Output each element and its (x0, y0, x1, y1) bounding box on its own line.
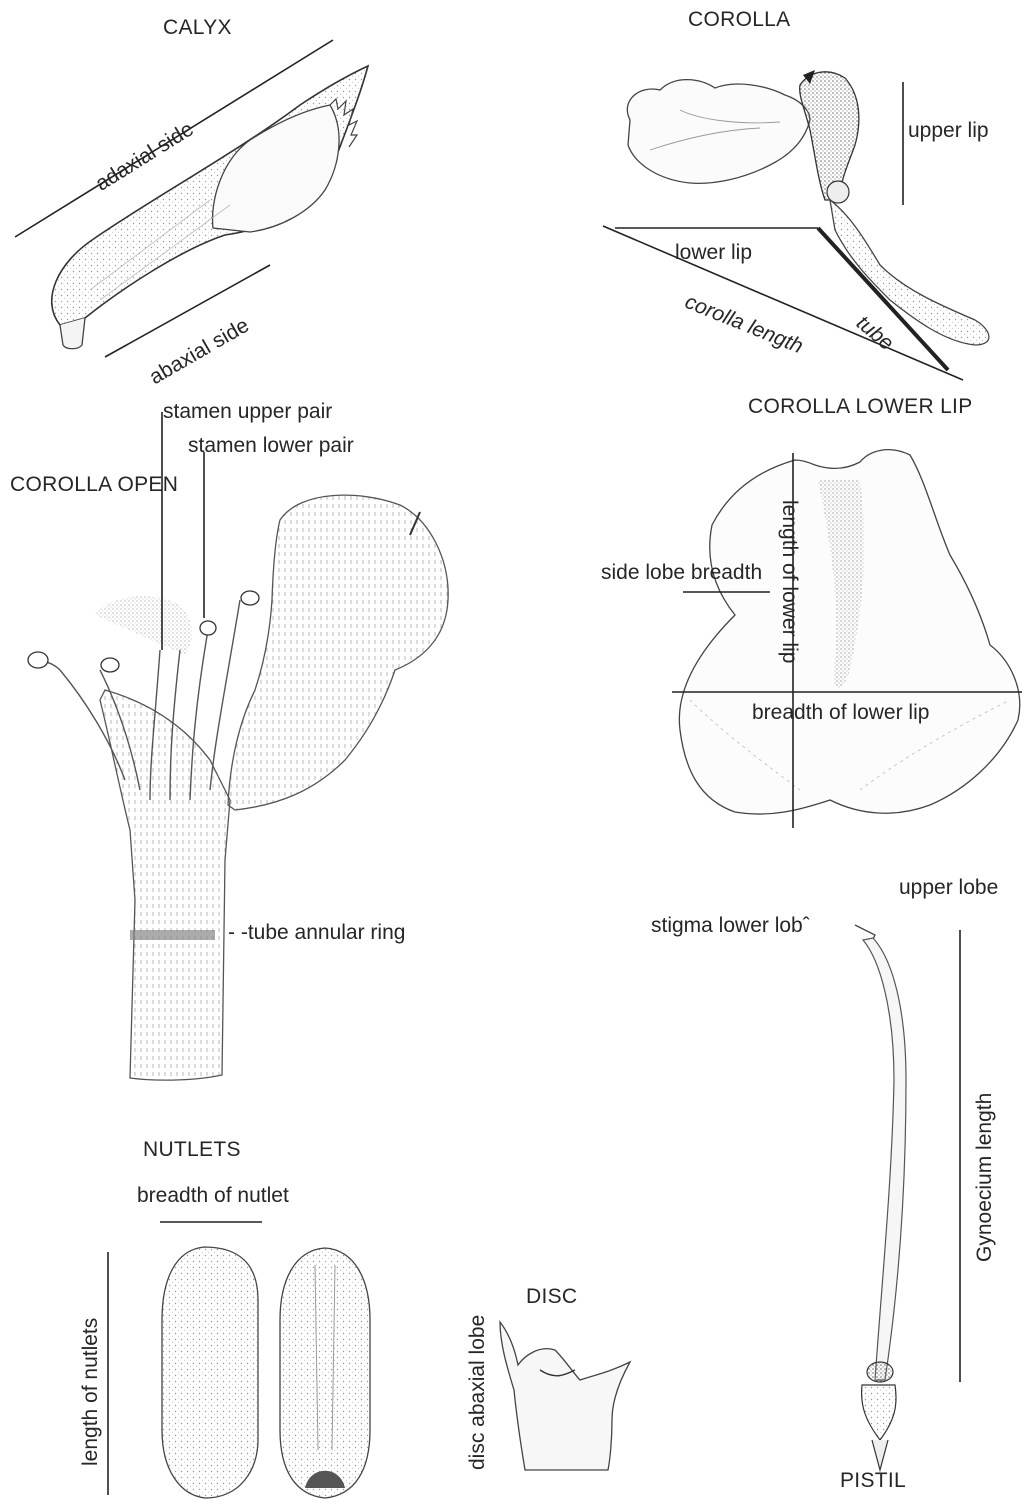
tube-annular-ring-label: - -tube annular ring (228, 922, 405, 943)
breadth-of-nutlet-label: breadth of nutlet (137, 1185, 289, 1206)
stamen-upper-pair-label: stamen upper pair (163, 401, 332, 422)
corolla-lower-lip-title: COROLLA LOWER LIP (748, 396, 973, 417)
pistil-title: PISTIL (840, 1470, 906, 1491)
gynoecium-length-label: Gynoecium length (974, 1093, 995, 1262)
corolla-open-drawing (28, 412, 448, 1080)
lower-lip-label: lower lip (675, 242, 752, 263)
breadth-of-lower-lip-label: breadth of lower lip (752, 702, 929, 723)
length-of-lower-lip-label: length of lower lip (779, 500, 800, 663)
corolla-lower-lip-drawing (672, 450, 1022, 828)
corolla-title: COROLLA (688, 9, 790, 30)
calyx-title: CALYX (163, 17, 232, 38)
nutlets-title: NUTLETS (143, 1139, 241, 1160)
length-of-nutlets-label: length of nutlets (80, 1318, 101, 1466)
upper-lip-label: upper lip (908, 120, 989, 141)
calyx-drawing (15, 40, 368, 357)
disc-abaxial-lobe-label: disc abaxial lobe (467, 1315, 488, 1470)
pistil-drawing (855, 925, 960, 1470)
nutlets-drawing (108, 1222, 370, 1498)
side-lobe-breadth-label: side lobe breadth (601, 562, 762, 583)
disc-drawing (500, 1322, 630, 1470)
disc-title: DISC (526, 1286, 577, 1307)
stamen-lower-pair-label: stamen lower pair (188, 435, 354, 456)
stigma-lower-lobe-label: stigma lower lobˆ (651, 915, 810, 936)
corolla-open-title: COROLLA OPEN (10, 474, 178, 495)
upper-lobe-label: upper lobe (899, 877, 998, 898)
